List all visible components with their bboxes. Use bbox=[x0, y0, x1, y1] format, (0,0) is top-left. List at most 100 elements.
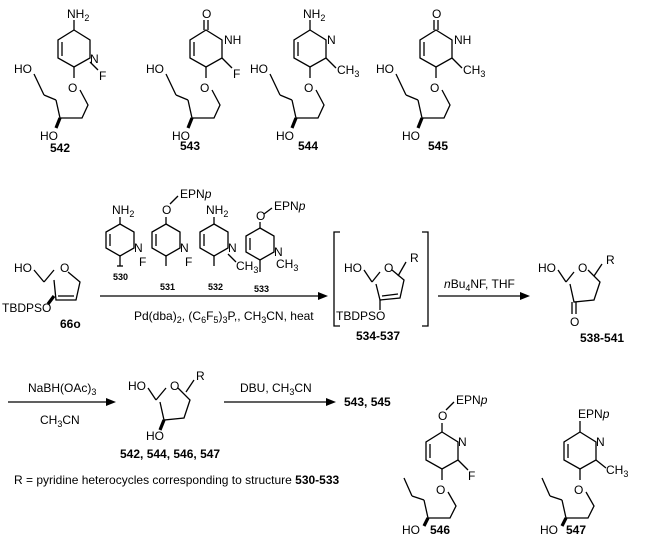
atom-epnp: EPNp bbox=[456, 393, 488, 407]
atom-n: N bbox=[90, 52, 99, 66]
atom-n: N bbox=[134, 241, 143, 255]
conditions-step-1: Pd(dba)2, (C6F5)3P,, CH3CN, heat bbox=[134, 309, 314, 325]
atom-ho-2: HO bbox=[146, 429, 164, 443]
atom-n: N bbox=[458, 435, 467, 449]
arrow-step-1: Pd(dba)2, (C6F5)3P,, CH3CN, heat bbox=[100, 292, 328, 325]
atom-ho-2: HO bbox=[402, 129, 420, 143]
footnote: R = pyridine heterocycles corresponding … bbox=[14, 473, 340, 487]
structure-538-541: HO O R O 538-541 bbox=[538, 253, 624, 345]
structure-542-547: HO O R HO 542, 544, 546, 547 bbox=[120, 369, 220, 461]
atom-ch3: CH3 bbox=[337, 63, 359, 79]
atom-o: O bbox=[162, 203, 171, 217]
atom-f: F bbox=[99, 69, 106, 83]
structure-534-537: HO O R TBDPSO 534-537 bbox=[333, 231, 429, 343]
atom-ho: HO bbox=[128, 379, 146, 393]
atom-nh2: NH2 bbox=[206, 203, 228, 219]
arrow-step-4: DBU, CH3CN bbox=[224, 381, 336, 406]
compound-547-label: 547 bbox=[566, 523, 586, 536]
compound-546-label: 546 bbox=[430, 523, 450, 536]
atom-o: O bbox=[570, 315, 579, 329]
atom-o: O bbox=[430, 81, 439, 95]
atom-ho: HO bbox=[146, 62, 164, 76]
compound-534-537-label: 534-537 bbox=[356, 329, 400, 343]
atom-ch3: CH3 bbox=[606, 463, 628, 479]
atom-o: O bbox=[578, 261, 587, 275]
reagent-533: EPNp O N CH3 CH3 533 bbox=[236, 199, 306, 294]
structure-544: NH2 N CH3 O HO HO 544 bbox=[250, 7, 359, 153]
structure-543: O NH F O HO HO 543 bbox=[146, 7, 241, 153]
atom-epnp: EPNp bbox=[274, 199, 306, 213]
atom-n: N bbox=[180, 241, 189, 255]
atom-f: F bbox=[185, 255, 192, 269]
structure-546: EPNp O N F O HO 546 bbox=[402, 393, 488, 536]
atom-ho: HO bbox=[538, 261, 556, 275]
atom-o: O bbox=[304, 81, 313, 95]
atom-epnp: EPNp bbox=[180, 187, 212, 201]
atom-o: O bbox=[200, 81, 209, 95]
atom-o: O bbox=[438, 409, 447, 423]
atom-nh: NH bbox=[454, 33, 471, 47]
conditions-step-4: DBU, CH3CN bbox=[240, 381, 312, 397]
atom-ho: HO bbox=[402, 523, 420, 536]
atom-o: O bbox=[574, 483, 583, 497]
compound-532-label: 532 bbox=[208, 282, 223, 292]
structure-545: O NH CH3 O HO HO 545 bbox=[376, 7, 485, 153]
compound-545-label: 545 bbox=[428, 139, 448, 153]
compound-66o-label: 66o bbox=[60, 317, 81, 331]
compound-531-label: 531 bbox=[160, 282, 175, 292]
arrow-step-2: nBu4NF, THF bbox=[438, 277, 530, 300]
arrow-step-3: NaBH(OAc)3 CH3CN bbox=[8, 381, 116, 429]
conditions-step-3-top: NaBH(OAc)3 bbox=[28, 381, 96, 397]
atom-n: N bbox=[327, 33, 336, 47]
atom-ho-2: HO bbox=[172, 129, 190, 143]
atom-ho: HO bbox=[14, 261, 32, 275]
atom-f: F bbox=[139, 255, 146, 269]
atom-ho: HO bbox=[344, 261, 362, 275]
compound-543-label: 543 bbox=[180, 139, 200, 153]
atom-f: F bbox=[468, 469, 475, 483]
atom-n: N bbox=[228, 241, 237, 255]
atom-ch3: CH3 bbox=[276, 257, 298, 273]
reagent-530: NH2 N F 530 bbox=[105, 203, 146, 282]
atom-nh2: NH2 bbox=[67, 7, 89, 23]
atom-o: O bbox=[60, 261, 69, 275]
atom-f: F bbox=[233, 67, 240, 81]
atom-o: O bbox=[68, 81, 77, 95]
conditions-step-3-bottom: CH3CN bbox=[40, 413, 80, 429]
atom-nh2: NH2 bbox=[112, 203, 134, 219]
atom-n: N bbox=[274, 245, 283, 259]
atom-ho: HO bbox=[540, 523, 558, 536]
atom-ch3: CH3 bbox=[463, 63, 485, 79]
structure-547: EPNp N CH3 O HO 547 bbox=[540, 407, 628, 536]
atom-ho: HO bbox=[250, 62, 268, 76]
reagent-532: NH2 N 532 bbox=[199, 203, 237, 292]
atom-ch3-b: CH3 bbox=[236, 259, 258, 275]
atom-ho: HO bbox=[376, 62, 394, 76]
atom-ho-2: HO bbox=[40, 129, 58, 143]
atom-r: R bbox=[606, 253, 615, 267]
atom-tbdpso: TBDPSO bbox=[336, 309, 385, 323]
atom-o: O bbox=[202, 7, 211, 21]
atom-nh: NH bbox=[224, 33, 241, 47]
compound-542-547-label: 542, 544, 546, 547 bbox=[120, 447, 220, 461]
atom-r: R bbox=[410, 251, 419, 265]
atom-o: O bbox=[436, 483, 445, 497]
structure-542: NH2 N F O HO HO 542 bbox=[14, 7, 106, 155]
atom-o: O bbox=[256, 209, 265, 223]
atom-o: O bbox=[170, 379, 179, 393]
atom-nh2: NH2 bbox=[303, 7, 325, 23]
compound-542-label: 542 bbox=[50, 141, 70, 155]
atom-n: N bbox=[596, 435, 605, 449]
structure-66o: HO O TBDPSO 66o bbox=[2, 261, 81, 331]
atom-ho: HO bbox=[14, 62, 32, 76]
atom-epnp: EPNp bbox=[578, 407, 610, 421]
reagent-531: EPNp O N F 531 bbox=[151, 187, 212, 292]
atom-o: O bbox=[432, 7, 441, 21]
compound-544-label: 544 bbox=[298, 139, 318, 153]
compound-538-541-label: 538-541 bbox=[580, 331, 624, 345]
product-543-545-label: 543, 545 bbox=[344, 395, 391, 409]
conditions-step-2: nBu4NF, THF bbox=[444, 277, 515, 293]
atom-r: R bbox=[196, 369, 205, 383]
atom-ho-2: HO bbox=[276, 129, 294, 143]
